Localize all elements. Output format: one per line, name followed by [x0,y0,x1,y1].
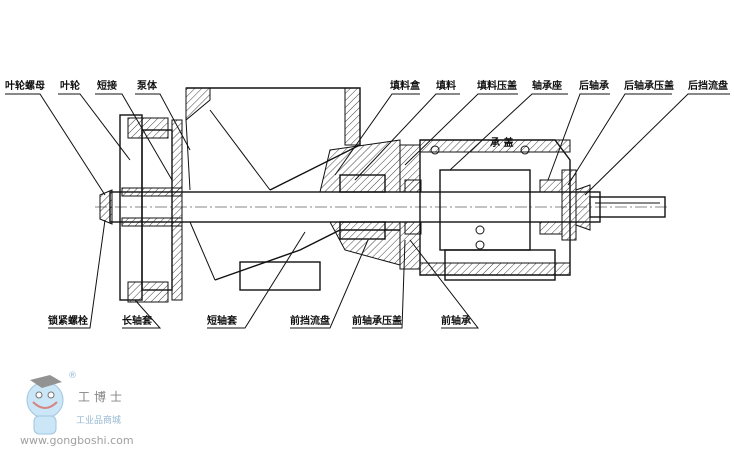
leader-lines [5,93,730,329]
label-short-connector: 短接 [97,79,117,92]
front-bearing [404,179,422,193]
label-front-baffle: 前挡流盘 [290,314,330,327]
label-long-sleeve: 长轴套 [122,314,153,327]
pump-drawing: 承 盖 [95,87,668,303]
stuffing-box [319,139,401,193]
rear-bearing-cover [561,169,577,241]
watermark-logo: ® 工博士 工业品商城 www.gongboshi.com [20,371,134,447]
watermark-brand: 工博士 [78,389,126,404]
impeller-nut [99,189,113,225]
label-rear-baffle: 后挡流盘 [688,79,728,92]
inner-label: 承 盖 [490,136,513,149]
labels-top: 叶轮螺母 叶轮 短接 泵体 填料盒 填料 填料压盖 轴承座 后轴承 后轴承压盖 … [5,79,728,92]
label-front-bearing: 前轴承 [441,314,471,327]
label-bearing-housing: 轴承座 [532,79,562,92]
label-packing: 填料 [436,79,456,92]
labels-bottom: 锁紧螺栓 长轴套 短轴套 前挡流盘 前轴承压盖 前轴承 [48,314,471,327]
label-stuffing-box: 填料盒 [390,79,421,92]
label-short-sleeve: 短轴套 [207,314,238,327]
bearing-housing [419,139,571,276]
label-rear-bearing-cover: 后轴承压盖 [624,79,674,92]
watermark-subtitle: 工业品商城 [76,414,121,426]
label-lock-bolt: 锁紧螺栓 [48,314,88,327]
label-impeller-nut: 叶轮螺母 [5,79,45,92]
watermark-url: www.gongboshi.com [20,434,134,447]
short-connector [171,119,183,301]
rear-bearing [539,179,563,193]
label-impeller: 叶轮 [60,79,80,92]
label-rear-bearing: 后轴承 [579,79,609,92]
label-pump-body: 泵体 [137,79,158,92]
registered-mark: ® [68,371,77,381]
label-front-bearing-cover: 前轴承压盖 [352,314,402,327]
impeller [119,114,143,301]
rear-baffle [575,184,591,231]
label-gland: 填料压盖 [477,79,517,92]
packing [339,174,386,193]
